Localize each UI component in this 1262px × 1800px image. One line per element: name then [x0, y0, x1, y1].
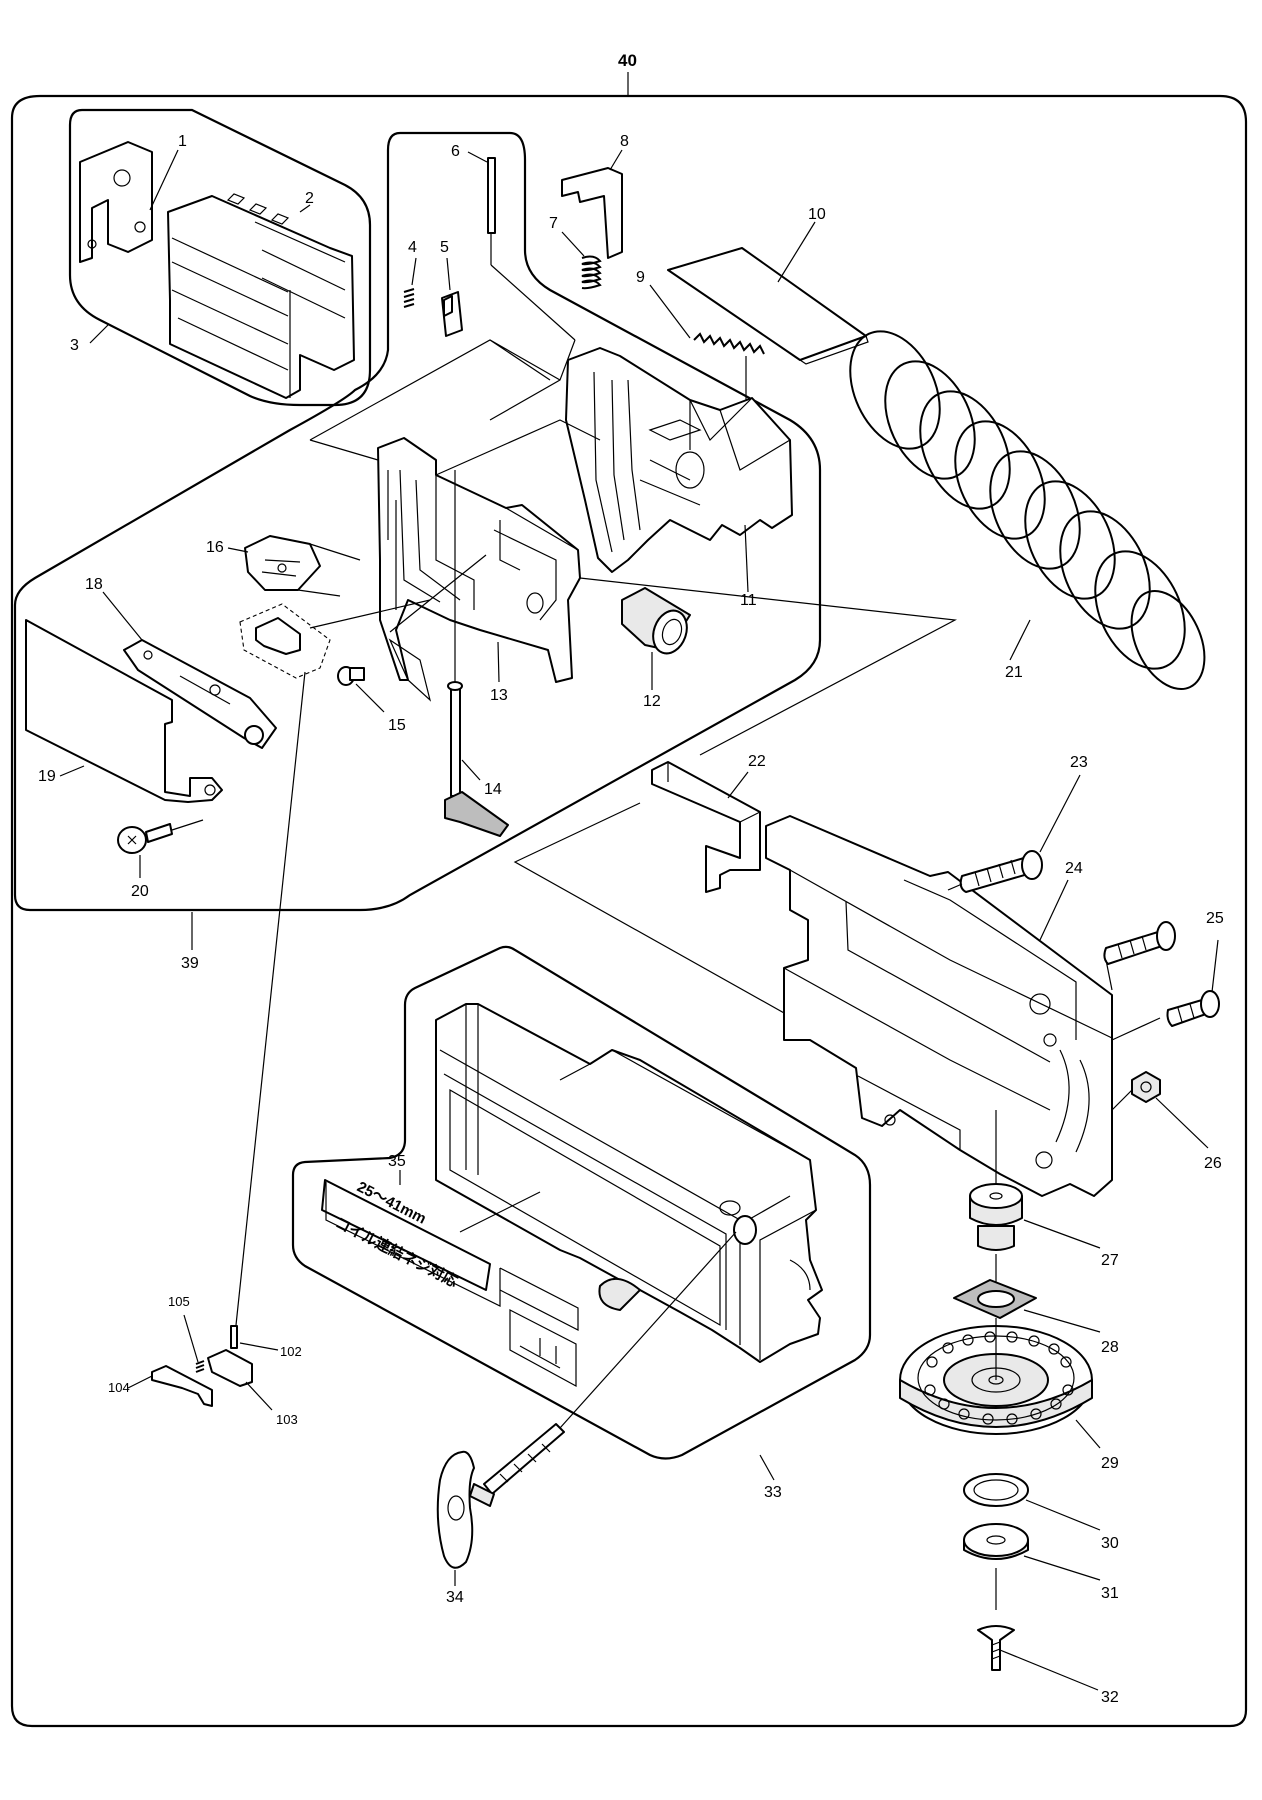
part-12-bushing	[621, 587, 691, 690]
outer-frame	[10, 94, 1248, 1728]
callout-3: 3	[70, 337, 79, 354]
callout-31: 31	[1101, 1585, 1119, 1602]
group-39-outline	[13, 131, 822, 912]
callout-1: 1	[178, 133, 187, 150]
part-18-arm	[102, 591, 277, 749]
part-21-guide	[513, 761, 851, 1051]
part-15-washer	[337, 666, 385, 713]
callout-33: 33	[764, 1484, 782, 1501]
part-27-adjuster	[969, 1110, 1101, 1251]
callout-2: 2	[305, 190, 314, 207]
callout-20: 20	[131, 883, 149, 900]
callout-9: 9	[636, 269, 645, 286]
part-23-screw	[947, 774, 1081, 893]
callout-16: 16	[206, 539, 224, 556]
sub-assembly-dashed-outline	[235, 599, 431, 1326]
callout-23: 23	[1070, 754, 1088, 771]
callout-11: 11	[740, 592, 757, 609]
part-34-knob-bolt	[436, 1231, 737, 1586]
part-105-spring	[183, 1314, 205, 1373]
callout-4: 4	[408, 239, 417, 256]
part-22-main-spring	[849, 330, 1206, 691]
part-32-screw	[977, 1625, 1099, 1691]
callout-8: 8	[620, 133, 629, 150]
part-28-square-washer	[953, 1254, 1101, 1333]
callout-10: 10	[808, 206, 826, 223]
callout-19: 19	[38, 768, 56, 785]
part-24-main-housing	[765, 815, 1113, 1197]
callout-39: 39	[181, 955, 199, 972]
callout-102: 102	[280, 1344, 302, 1359]
callout-105: 105	[168, 1294, 190, 1309]
callout-28: 28	[1101, 1339, 1119, 1356]
part-7-spring	[561, 231, 602, 290]
part-10-plate	[667, 221, 869, 365]
callout-29: 29	[1101, 1455, 1119, 1472]
callout-14: 14	[484, 781, 502, 798]
part-11-housing	[565, 347, 793, 593]
part-4-small-spring	[403, 257, 417, 308]
callout-27: 27	[1101, 1252, 1119, 1269]
part-2-magazine-insert	[167, 193, 355, 399]
callout-30: 30	[1101, 1535, 1119, 1552]
callout-13: 13	[490, 687, 508, 704]
part-16-block	[227, 535, 361, 597]
part-102-pin	[230, 1325, 279, 1351]
group-3-outline	[68, 108, 372, 407]
callout-25: 25	[1206, 910, 1224, 927]
callout-24: 24	[1065, 860, 1083, 877]
part-30-ring	[963, 1473, 1101, 1531]
part-20-screw	[117, 819, 204, 878]
callout-35: 35	[388, 1153, 406, 1170]
callout-104: 104	[108, 1380, 130, 1395]
part-103-latch	[207, 1349, 273, 1411]
part-31-washer	[963, 1523, 1101, 1610]
callout-22: 21	[1005, 664, 1023, 681]
callout-15: 15	[388, 717, 406, 734]
assembly-guide	[309, 339, 957, 756]
group-33-outline	[291, 945, 872, 1460]
part-8-lever	[561, 149, 623, 259]
callout-26: 26	[1204, 1155, 1222, 1172]
part-5-latch	[441, 257, 463, 337]
part-19-cover-plate	[25, 619, 223, 803]
callout-40: 40	[618, 51, 637, 70]
callout-7: 7	[549, 215, 558, 232]
part-26-nut	[1111, 1071, 1209, 1149]
part-1-bracket	[79, 141, 179, 263]
part-6-pin	[467, 151, 576, 341]
callout-5: 5	[440, 239, 449, 256]
part-25-screws	[1103, 921, 1220, 1041]
part-13-slide-body	[377, 437, 581, 702]
part-29-adjust-wheel	[899, 1318, 1101, 1449]
part-104-plate	[127, 1365, 213, 1407]
part-14-shaft	[444, 470, 509, 837]
part-33-magazine-cover	[435, 1003, 823, 1481]
callout-103: 103	[276, 1412, 298, 1427]
callout-32: 32	[1101, 1689, 1119, 1706]
callout-21: 22	[748, 753, 766, 770]
callout-6: 6	[451, 143, 460, 160]
callout-18: 18	[85, 576, 103, 593]
callout-34: 34	[446, 1589, 464, 1606]
callout-12: 12	[643, 693, 661, 710]
